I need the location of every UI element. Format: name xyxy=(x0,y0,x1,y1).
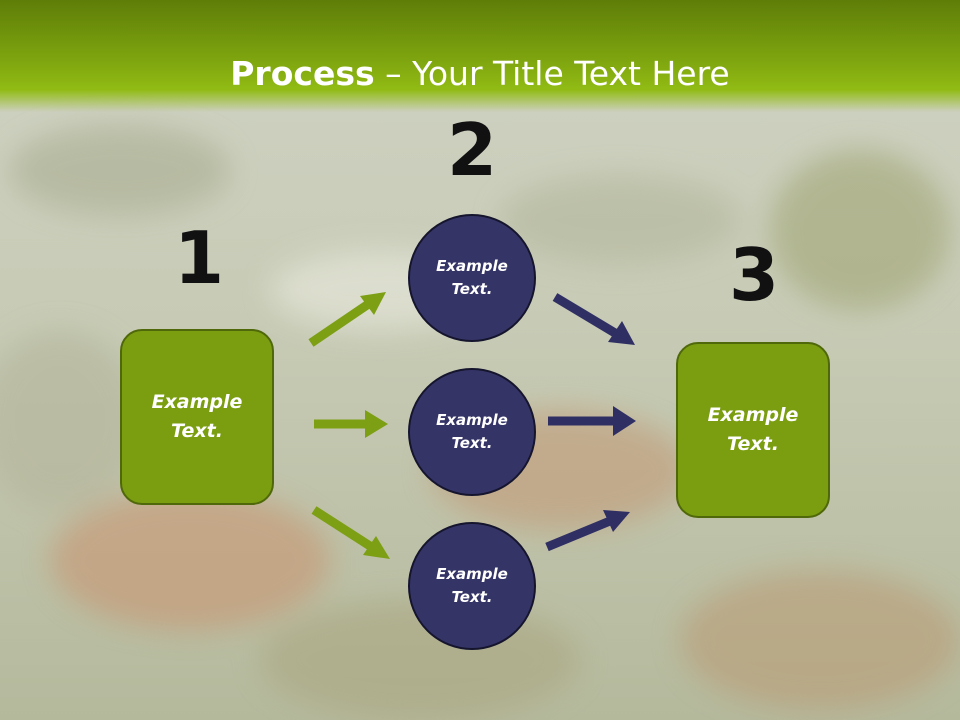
circle-text: Example Text. xyxy=(436,411,508,452)
title-bold-part: Process xyxy=(230,54,375,93)
step-1-box: Example Text. xyxy=(120,329,274,505)
step-2-circle-top: Example Text. xyxy=(408,214,536,342)
navy-arrow-down xyxy=(552,293,635,345)
step-3-box: Example Text. xyxy=(676,342,830,518)
slide-title: Process – Your Title Text Here xyxy=(0,54,960,94)
step-3-text: Example Text. xyxy=(707,404,799,455)
step-2-circle-middle: Example Text. xyxy=(408,368,536,496)
step-number-1: 1 xyxy=(173,216,225,300)
circle-text: Example Text. xyxy=(436,257,508,298)
green-arrow-right xyxy=(314,410,388,438)
step-2-circle-bottom: Example Text. xyxy=(408,522,536,650)
step-number-3: 3 xyxy=(728,233,780,317)
navy-arrow-up xyxy=(545,510,630,552)
step-1-text: Example Text. xyxy=(151,391,243,442)
green-arrow-down xyxy=(311,506,390,559)
step-number-2: 2 xyxy=(446,108,498,192)
circle-text: Example Text. xyxy=(436,565,508,606)
navy-arrow-right xyxy=(548,406,636,436)
green-arrow-up xyxy=(308,292,386,347)
title-bar xyxy=(0,0,960,112)
title-rest-part: – Your Title Text Here xyxy=(374,54,730,93)
